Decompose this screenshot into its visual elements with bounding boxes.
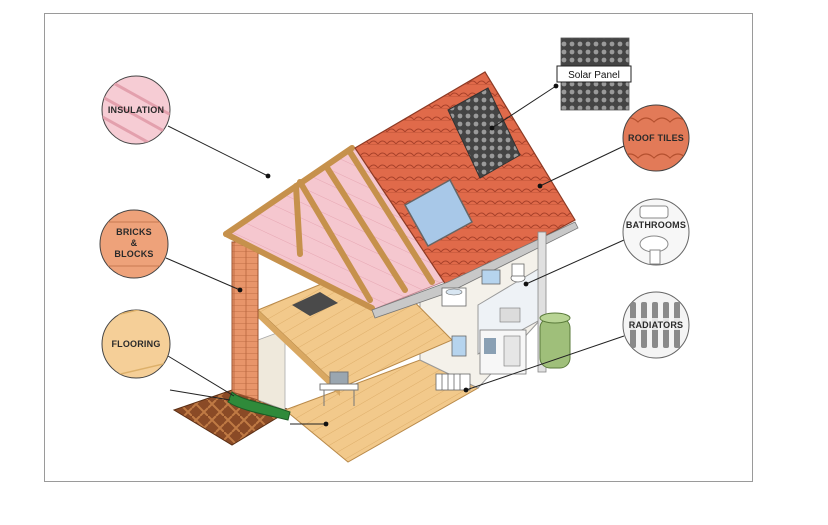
label-insulation: INSULATION bbox=[108, 105, 164, 115]
leader-lines bbox=[165, 85, 625, 425]
label-bricks-line1: BRICKS bbox=[116, 227, 152, 237]
brick-wall bbox=[231, 241, 259, 401]
house bbox=[172, 71, 579, 463]
roof-window bbox=[403, 178, 474, 248]
callout-solar-panel: Solar Panel bbox=[556, 37, 632, 111]
callout-bricks-blocks: BRICKS & BLOCKS bbox=[99, 209, 169, 279]
label-flooring: FLOORING bbox=[111, 339, 160, 349]
callout-flooring: FLOORING bbox=[101, 309, 171, 379]
callout-roof-tiles: ROOF TILES bbox=[622, 104, 690, 172]
label-roof-tiles: ROOF TILES bbox=[628, 133, 684, 143]
label-bricks-line2: & bbox=[131, 238, 138, 248]
roof-tiles bbox=[354, 71, 576, 289]
radiator bbox=[435, 373, 471, 391]
callout-insulation: INSULATION bbox=[101, 75, 171, 145]
table bbox=[319, 371, 359, 406]
solar-panel-array bbox=[447, 87, 521, 179]
label-solar-panel: Solar Panel bbox=[568, 70, 620, 81]
callout-bathrooms: BATHROOMS bbox=[622, 198, 690, 266]
water-butt bbox=[539, 312, 571, 369]
callout-radiators: RADIATORS bbox=[622, 291, 690, 359]
label-bricks-line3: BLOCKS bbox=[114, 249, 153, 259]
label-radiators: RADIATORS bbox=[629, 320, 683, 330]
label-bathrooms: BATHROOMS bbox=[626, 220, 686, 230]
